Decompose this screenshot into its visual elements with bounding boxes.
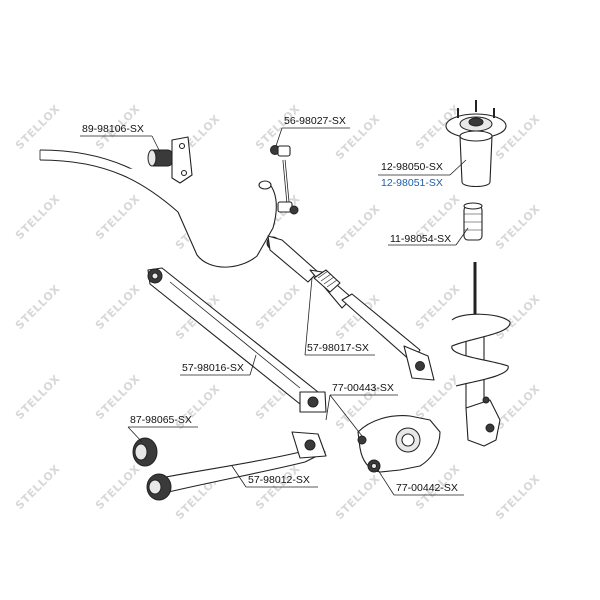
watermark-text: STELLOX (13, 102, 63, 152)
part-number-label[interactable]: 87-98065-SX (130, 414, 192, 426)
shock-absorber-part (451, 262, 511, 447)
watermark-text: STELLOX (493, 382, 543, 432)
watermark-text: STELLOX (13, 192, 63, 242)
watermark-text: STELLOX (253, 102, 303, 152)
watermark-text: STELLOX (13, 462, 63, 512)
watermark-text: STELLOX (93, 192, 143, 242)
watermark-text: STELLOX (413, 372, 463, 422)
watermark-text: STELLOX (253, 282, 303, 332)
lateral-arm-long-part[interactable] (147, 267, 327, 413)
watermark-text: STELLOX (13, 282, 63, 332)
stabilizer-bar (39, 149, 277, 268)
lateral-arm-adjustable-part[interactable] (266, 235, 435, 381)
part-number-label[interactable]: 57-98012-SX (248, 474, 310, 486)
part-number-label[interactable]: 57-98016-SX (182, 362, 244, 374)
knuckle-part[interactable] (357, 415, 441, 473)
adjuster-sleeve (313, 269, 341, 293)
part-number-label[interactable]: 57-98017-SX (307, 342, 369, 354)
part-number-label[interactable]: 12-98051-SX (381, 177, 443, 189)
watermark-text: STELLOX (93, 462, 143, 512)
lower-arm-part[interactable] (149, 431, 327, 495)
part-number-label[interactable]: 77-00442-SX (396, 482, 458, 494)
watermark-text: STELLOX (93, 282, 143, 332)
watermark-text: STELLOX (493, 472, 543, 522)
stabilizer-link-part[interactable] (270, 145, 299, 215)
part-number-label[interactable]: 89-98106-SX (82, 123, 144, 135)
part-labels: 89-98106-SX 56-98027-SX 12-98050-SX 12-9… (82, 115, 458, 494)
watermark-text: STELLOX (333, 472, 383, 522)
part-number-label[interactable]: 11-98054-SX (390, 233, 451, 245)
arm-bushing-part[interactable] (132, 437, 172, 501)
watermark-text: STELLOX (493, 202, 543, 252)
watermark-text: STELLOX (333, 202, 383, 252)
part-number-label[interactable]: 56-98027-SX (284, 115, 346, 127)
strut-mount-part[interactable] (445, 100, 507, 188)
leader-lines (80, 127, 469, 496)
watermark-text: STELLOX (13, 372, 63, 422)
stabilizer-bushing-part[interactable] (147, 136, 193, 184)
bump-stop-part[interactable] (463, 202, 483, 241)
part-number-label[interactable]: 77-00443-SX (332, 382, 394, 394)
part-number-label[interactable]: 12-98050-SX (381, 161, 443, 173)
